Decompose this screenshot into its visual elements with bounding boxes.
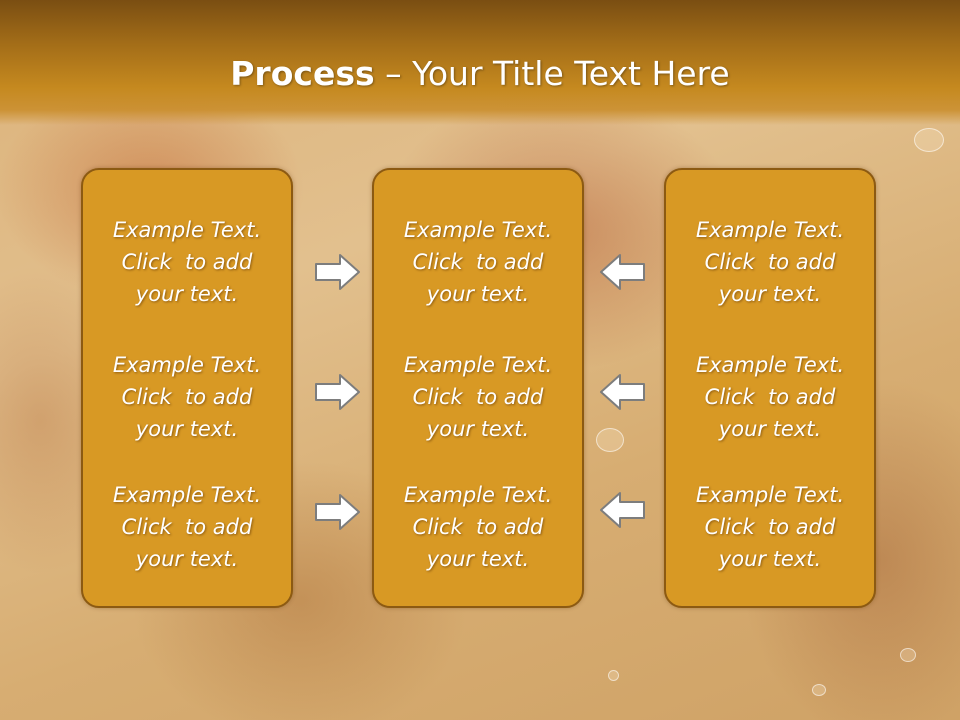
text-line: Click to add: [704, 250, 836, 274]
text-line: Example Text.: [403, 218, 553, 242]
text-line: Example Text.: [112, 218, 262, 242]
text-line: your text.: [135, 417, 239, 441]
panel-right: Example Text. Click to add your text. Ex…: [664, 168, 876, 608]
title-dash: –: [374, 54, 413, 93]
title-rest-text: Your Title Text Here: [412, 54, 730, 93]
text-placeholder[interactable]: Example Text. Click to add your text.: [83, 479, 291, 575]
background-bubble: [608, 670, 619, 681]
arrow-left-icon: [600, 254, 645, 290]
text-line: Example Text.: [112, 353, 262, 377]
background-bubble: [914, 128, 944, 152]
text-placeholder[interactable]: Example Text. Click to add your text.: [666, 349, 874, 445]
text-line: Click to add: [412, 385, 544, 409]
text-placeholder[interactable]: Example Text. Click to add your text.: [666, 214, 874, 310]
text-line: Example Text.: [695, 218, 845, 242]
arrow-left-icon: [600, 492, 645, 528]
panel-center: Example Text. Click to add your text. Ex…: [372, 168, 584, 608]
text-line: Example Text.: [112, 483, 262, 507]
text-line: Click to add: [704, 515, 836, 539]
text-line: your text.: [718, 547, 822, 571]
background-bubble: [900, 648, 916, 662]
slide-title[interactable]: Process – Your Title Text Here: [0, 52, 960, 96]
background-bubble: [812, 684, 826, 696]
text-line: Click to add: [121, 385, 253, 409]
arrow-right-icon: [315, 254, 360, 290]
text-line: your text.: [718, 417, 822, 441]
title-strong-text: Process: [230, 54, 375, 93]
text-line: Click to add: [412, 250, 544, 274]
text-placeholder[interactable]: Example Text. Click to add your text.: [374, 479, 582, 575]
text-line: Click to add: [121, 515, 253, 539]
text-line: your text.: [135, 282, 239, 306]
text-line: Example Text.: [403, 353, 553, 377]
text-placeholder[interactable]: Example Text. Click to add your text.: [83, 214, 291, 310]
text-line: your text.: [426, 417, 530, 441]
title-bar: [0, 0, 960, 125]
text-line: Example Text.: [695, 483, 845, 507]
text-line: Example Text.: [695, 353, 845, 377]
panel-left: Example Text. Click to add your text. Ex…: [81, 168, 293, 608]
arrow-right-icon: [315, 494, 360, 530]
text-placeholder[interactable]: Example Text. Click to add your text.: [83, 349, 291, 445]
text-line: Click to add: [704, 385, 836, 409]
text-line: your text.: [426, 282, 530, 306]
text-placeholder[interactable]: Example Text. Click to add your text.: [374, 349, 582, 445]
text-line: your text.: [135, 547, 239, 571]
text-line: your text.: [426, 547, 530, 571]
arrow-left-icon: [600, 374, 645, 410]
arrow-right-icon: [315, 374, 360, 410]
text-line: Example Text.: [403, 483, 553, 507]
text-placeholder[interactable]: Example Text. Click to add your text.: [374, 214, 582, 310]
text-line: Click to add: [412, 515, 544, 539]
text-line: your text.: [718, 282, 822, 306]
text-placeholder[interactable]: Example Text. Click to add your text.: [666, 479, 874, 575]
background-bubble: [596, 428, 624, 452]
text-line: Click to add: [121, 250, 253, 274]
